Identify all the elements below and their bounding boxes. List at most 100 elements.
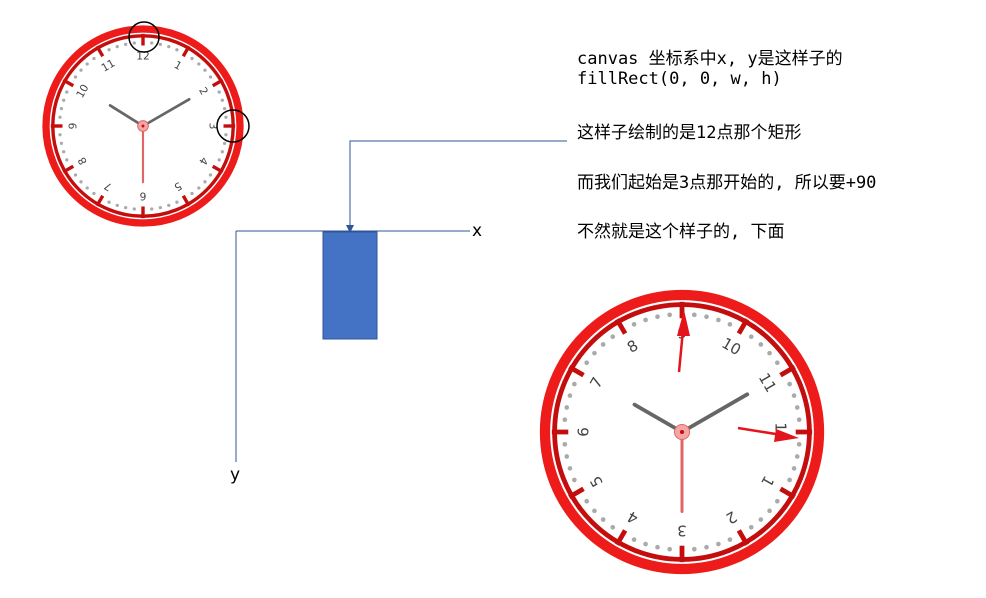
clock-number: 12: [136, 50, 150, 63]
minute-dot: [667, 312, 673, 318]
highlight-circle-12: [128, 21, 160, 53]
minute-dot: [584, 360, 590, 366]
minute-dot: [203, 180, 207, 184]
clock-number: 6: [574, 427, 592, 437]
minute-dot: [217, 90, 221, 94]
minute-dot: [748, 524, 754, 530]
minute-dot: [124, 205, 128, 210]
x-axis-label: x: [472, 221, 483, 241]
hour-hand: [108, 104, 145, 128]
minute-dot: [691, 546, 697, 552]
minute-dot: [107, 48, 111, 52]
minute-dot: [124, 42, 128, 47]
minute-dot: [224, 133, 228, 137]
note-line-1: canvas 坐标系中x, y是这样子的: [577, 49, 843, 69]
hour-tick: [736, 318, 750, 335]
minute-dot: [132, 41, 136, 45]
minute-dot: [79, 68, 83, 72]
minute-dot: [158, 205, 162, 210]
minute-dot: [73, 75, 78, 79]
minute-dot: [220, 98, 224, 102]
note-line-2: fillRect(0, 0, w, h): [577, 69, 782, 89]
minute-dot: [564, 454, 570, 459]
minute-dot: [787, 381, 792, 387]
hour-tick: [568, 486, 585, 500]
minute-dot: [115, 45, 119, 49]
minute-dot: [175, 200, 179, 204]
minute-dot: [791, 393, 797, 398]
hour-tick: [181, 194, 191, 207]
minute-dot: [197, 62, 201, 66]
minute-dot: [73, 173, 78, 177]
minute-dot: [562, 441, 568, 447]
hour-tick: [614, 318, 628, 335]
minute-dot: [631, 322, 637, 327]
hour-tick: [211, 78, 224, 88]
minute-dot: [794, 405, 800, 410]
minute-dot: [208, 173, 213, 177]
minute-dot: [572, 477, 577, 483]
minute-dot: [158, 42, 162, 47]
minute-dot: [774, 498, 780, 504]
minute-dot: [704, 544, 709, 550]
minute-dot: [592, 508, 597, 514]
center-dot: [679, 429, 685, 435]
hour-tick: [95, 194, 105, 207]
coordinate-axes: [235, 140, 567, 462]
minute-dot: [197, 186, 201, 190]
minute-dot: [716, 541, 721, 547]
hour-tick: [181, 45, 191, 58]
minute-dot: [203, 68, 207, 72]
minute-dot: [774, 360, 780, 366]
hour-tick: [62, 78, 75, 88]
minute-dot: [600, 517, 606, 522]
minute-dot: [167, 45, 171, 49]
note-line-3: 这样子绘制的是12点那个矩形: [577, 123, 802, 143]
clock-number: 6: [139, 189, 146, 202]
hour-tick: [568, 364, 585, 378]
minute-dot: [716, 317, 721, 323]
minute-dot: [727, 537, 733, 542]
clock-number: 10: [73, 82, 91, 100]
clock-number: 3: [677, 522, 687, 540]
filled-rect: [322, 231, 378, 340]
minute-dot: [150, 41, 154, 45]
hour-hand: [632, 402, 684, 434]
minute-dot: [787, 477, 792, 483]
arrow-right-shaft: [737, 426, 783, 437]
minute-dot: [584, 498, 590, 504]
minute-dot: [564, 405, 570, 410]
minute-dot: [572, 381, 577, 387]
center-dot: [141, 124, 145, 128]
minute-dot: [92, 191, 96, 196]
clock-number: 11: [99, 56, 117, 74]
minute-dot: [85, 186, 89, 190]
minute-dot: [727, 322, 733, 327]
minute-dot: [562, 417, 568, 423]
minute-dot: [758, 517, 764, 522]
minute-dot: [132, 207, 136, 211]
minute-dot: [796, 417, 802, 423]
minute-dot: [58, 115, 62, 119]
hour-tick: [779, 486, 796, 500]
highlight-circle-3: [216, 109, 250, 143]
clock-number: 3: [206, 123, 219, 130]
minute-dot: [691, 312, 697, 318]
minute-dot: [115, 203, 119, 207]
minute-dot: [655, 314, 660, 320]
arrow-up-shaft: [677, 329, 685, 373]
minute-dot: [62, 98, 66, 102]
minute-dot: [643, 541, 648, 547]
y-axis-label: y: [230, 465, 241, 485]
minute-dot: [610, 334, 616, 340]
hour-tick: [62, 164, 75, 174]
minute-dot: [592, 350, 597, 356]
minute-dot: [610, 524, 616, 530]
minute-dot: [92, 56, 96, 61]
minute-dot: [567, 466, 573, 471]
note-line-5: 不然就是这个样子的, 下面: [577, 222, 785, 242]
minute-dot: [567, 393, 573, 398]
minute-dot: [758, 342, 764, 347]
